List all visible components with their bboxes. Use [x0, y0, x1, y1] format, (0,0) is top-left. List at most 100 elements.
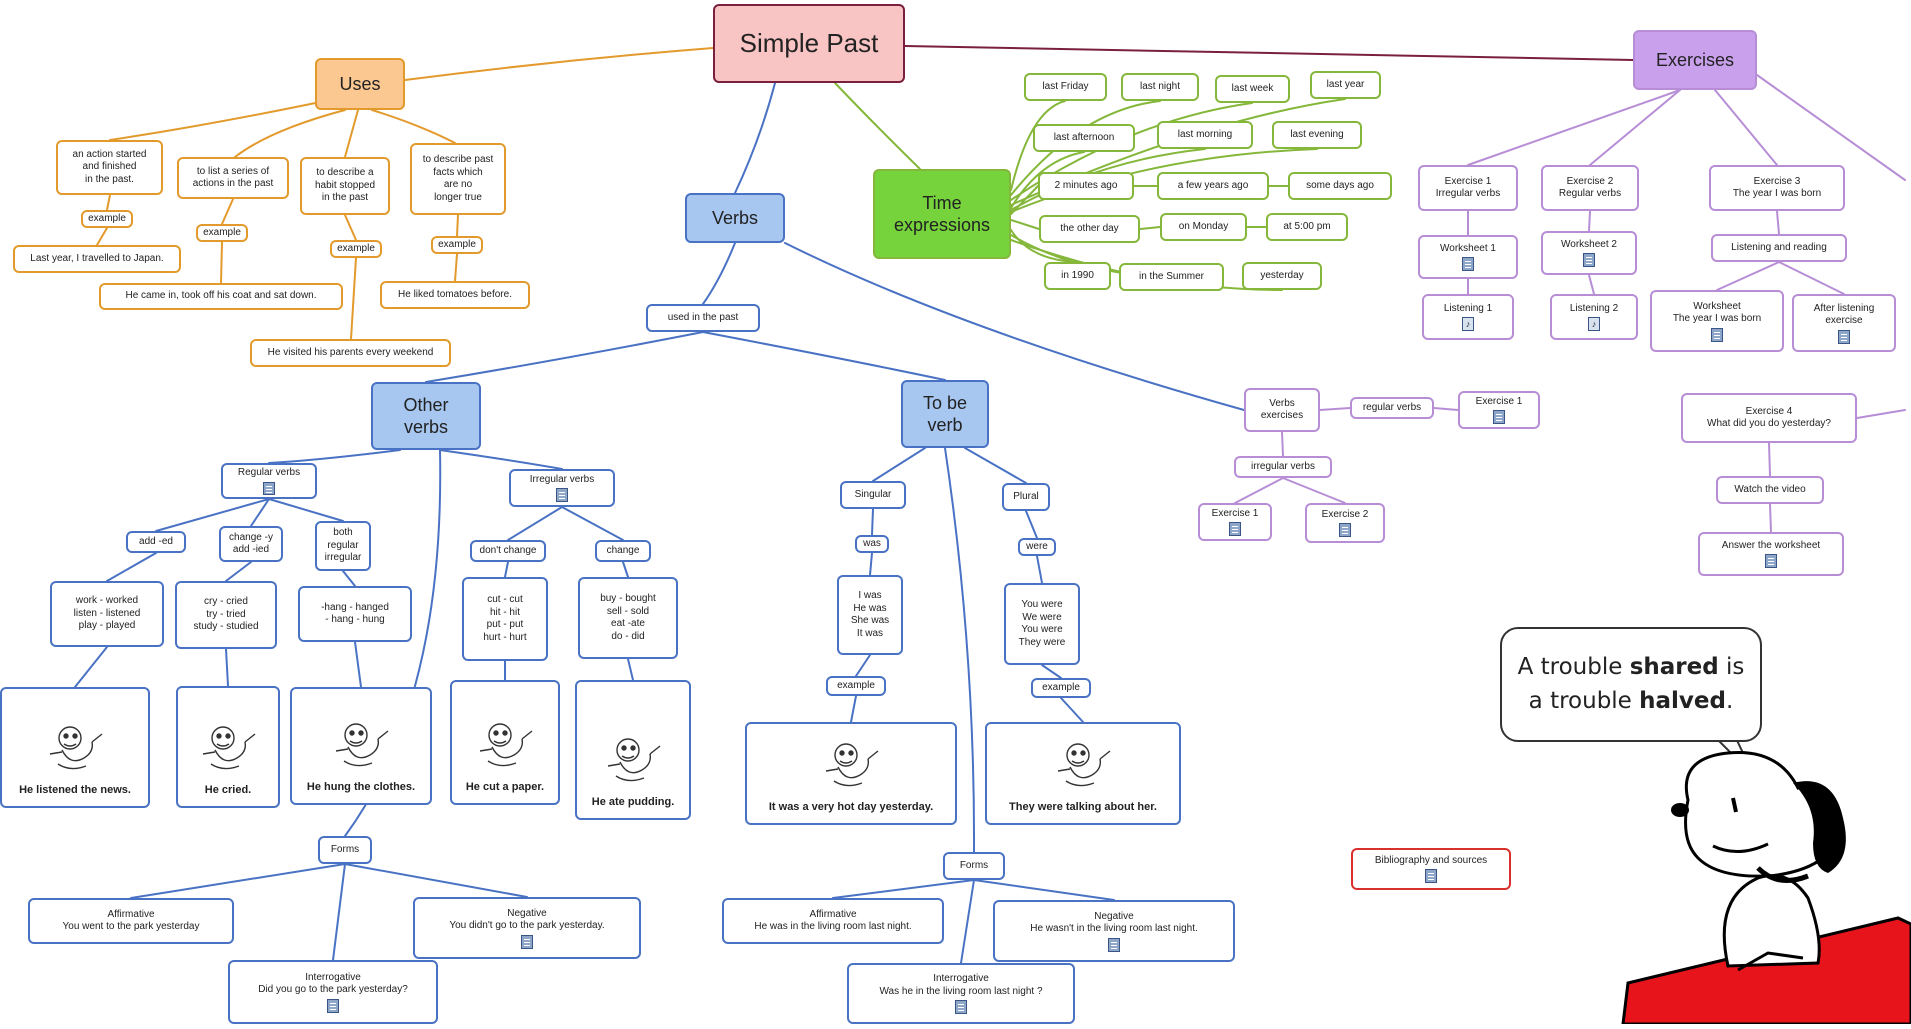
document-attachment-icon[interactable] — [521, 934, 533, 949]
document-attachment-icon[interactable] — [1711, 327, 1723, 342]
time-expression-item[interactable]: last night — [1121, 73, 1199, 101]
picture-card[interactable]: He ate pudding. — [575, 680, 691, 820]
document-attachment-icon[interactable] — [1838, 329, 1850, 344]
rule-tag[interactable]: add -ed — [126, 531, 186, 553]
verb-list[interactable]: cut - cut hit - hit put - put hurt - hur… — [462, 577, 548, 661]
document-attachment-icon[interactable] — [1108, 937, 1120, 952]
rule-tag[interactable]: don't change — [470, 540, 546, 562]
form-negative[interactable]: Negative He wasn't in the living room la… — [993, 900, 1235, 962]
time-expression-item[interactable]: yesterday — [1242, 262, 1322, 290]
time-expression-item[interactable]: last evening — [1272, 121, 1362, 149]
time-expression-item[interactable]: last year — [1310, 71, 1381, 99]
answer-worksheet-link[interactable]: Answer the worksheet — [1698, 532, 1844, 576]
were-tag[interactable]: were — [1018, 538, 1056, 556]
use-example-sentence[interactable]: He liked tomatoes before. — [380, 281, 530, 309]
example-tag[interactable]: example — [330, 240, 382, 258]
bibliography-node[interactable]: Bibliography and sources — [1351, 848, 1511, 890]
main-topic-node[interactable]: Simple Past — [713, 4, 905, 83]
regular-verbs-tag[interactable]: regular verbs — [1350, 397, 1434, 419]
rule-tag[interactable]: change -y add -ied — [219, 526, 283, 562]
form-interrogative[interactable]: Interrogative Was he in the living room … — [847, 963, 1075, 1024]
exercise-1-node[interactable]: Exercise 1 Irregular verbs — [1418, 165, 1518, 211]
forms-node[interactable]: Forms — [943, 852, 1005, 880]
time-expression-item[interactable]: at 5:00 pm — [1266, 213, 1348, 241]
document-attachment-icon[interactable] — [263, 481, 275, 495]
exercise-3-node[interactable]: Exercise 3 The year I was born — [1709, 165, 1845, 211]
time-expression-item[interactable]: a few years ago — [1157, 172, 1269, 200]
singular-node[interactable]: Singular — [840, 481, 906, 509]
time-expression-item[interactable]: the other day — [1039, 215, 1140, 243]
use-example-sentence[interactable]: He visited his parents every weekend — [250, 339, 451, 367]
verb-list[interactable]: You were We were You were They were — [1004, 583, 1080, 665]
form-affirmative[interactable]: Affirmative He was in the living room la… — [722, 898, 944, 944]
watch-video-link[interactable]: Watch the video — [1716, 476, 1824, 504]
document-attachment-icon[interactable] — [1425, 869, 1437, 884]
verb-list[interactable]: work - worked listen - listened play - p… — [50, 581, 164, 647]
was-tag[interactable]: was — [855, 535, 889, 553]
example-tag[interactable]: example — [431, 236, 483, 254]
listening-reading-node[interactable]: Listening and reading — [1711, 234, 1847, 262]
exercise-link[interactable]: Exercise 2 — [1305, 503, 1385, 543]
verb-list[interactable]: -hang - hanged - hang - hung — [298, 586, 412, 642]
verbs-node[interactable]: Verbs — [685, 193, 785, 243]
picture-card[interactable]: He hung the clothes. — [290, 687, 432, 805]
document-attachment-icon[interactable] — [1339, 523, 1351, 538]
time-expression-item[interactable]: last afternoon — [1033, 124, 1135, 152]
uses-node[interactable]: Uses — [315, 58, 405, 110]
picture-card[interactable]: He listened the news. — [0, 687, 150, 808]
form-negative[interactable]: Negative You didn't go to the park yeste… — [413, 897, 641, 959]
document-attachment-icon[interactable] — [955, 1000, 967, 1014]
verb-list[interactable]: cry - cried try - tried study - studied — [175, 581, 277, 649]
document-attachment-icon[interactable] — [1462, 257, 1474, 272]
picture-card[interactable]: It was a very hot day yesterday. — [745, 722, 957, 825]
exercise-4-node[interactable]: Exercise 4 What did you do yesterday? — [1681, 393, 1857, 443]
regular-verbs-node[interactable]: Regular verbs — [221, 463, 317, 499]
use-example-sentence[interactable]: Last year, I travelled to Japan. — [13, 245, 181, 273]
picture-card[interactable]: He cut a paper. — [450, 680, 560, 805]
verb-list[interactable]: buy - bought sell - sold eat -ate do - d… — [578, 577, 678, 659]
document-attachment-icon[interactable] — [1229, 522, 1241, 537]
time-expression-item[interactable]: some days ago — [1288, 172, 1392, 200]
worksheet-link[interactable]: Worksheet 1 — [1418, 235, 1518, 279]
example-tag[interactable]: example — [826, 676, 886, 696]
worksheet-link[interactable]: Worksheet The year I was born — [1650, 290, 1784, 352]
time-expressions-node[interactable]: Time expressions — [873, 169, 1011, 259]
document-attachment-icon[interactable] — [1583, 253, 1595, 268]
form-affirmative[interactable]: Affirmative You went to the park yesterd… — [28, 898, 234, 944]
worksheet-link[interactable]: Worksheet 2 — [1541, 231, 1637, 275]
exercises-node[interactable]: Exercises — [1633, 30, 1757, 90]
picture-card[interactable]: They were talking about her. — [985, 722, 1181, 825]
document-attachment-icon[interactable] — [1765, 554, 1777, 569]
document-attachment-icon[interactable] — [556, 488, 568, 503]
forms-node[interactable]: Forms — [318, 836, 372, 864]
other-verbs-node[interactable]: Other verbs — [371, 382, 481, 450]
exercise-link[interactable]: Exercise 1 — [1198, 503, 1272, 541]
time-expression-item[interactable]: last Friday — [1024, 73, 1107, 101]
rule-tag[interactable]: change — [595, 540, 651, 562]
irregular-verbs-node[interactable]: Irregular verbs — [509, 469, 615, 507]
time-expression-item[interactable]: last week — [1215, 75, 1290, 103]
picture-card[interactable]: He cried. — [176, 686, 280, 808]
use-stopped-habit[interactable]: to describe a habit stopped in the past — [300, 157, 390, 215]
document-attachment-icon[interactable] — [1493, 410, 1505, 425]
example-tag[interactable]: example — [196, 224, 248, 242]
use-series-of-actions[interactable]: to list a series of actions in the past — [177, 157, 289, 199]
time-expression-item[interactable]: in 1990 — [1044, 262, 1111, 290]
example-tag[interactable]: example — [81, 210, 133, 228]
to-be-verb-node[interactable]: To be verb — [901, 380, 989, 448]
time-expression-item[interactable]: in the Summer — [1119, 263, 1224, 291]
plural-node[interactable]: Plural — [1002, 483, 1050, 511]
irregular-verbs-tag[interactable]: irregular verbs — [1234, 456, 1332, 478]
listening-link[interactable]: Listening 2♪ — [1550, 294, 1638, 340]
use-example-sentence[interactable]: He came in, took off his coat and sat do… — [99, 283, 343, 310]
listening-link[interactable]: Listening 1♪ — [1422, 294, 1514, 340]
verb-list[interactable]: I was He was She was It was — [837, 575, 903, 655]
example-tag[interactable]: example — [1031, 678, 1091, 698]
time-expression-item[interactable]: 2 minutes ago — [1038, 172, 1134, 200]
use-finished-action[interactable]: an action started and finished in the pa… — [56, 140, 163, 195]
form-interrogative[interactable]: Interrogative Did you go to the park yes… — [228, 960, 438, 1024]
used-in-the-past-node[interactable]: used in the past — [646, 304, 760, 332]
audio-attachment-icon[interactable]: ♪ — [1588, 317, 1600, 332]
use-past-facts[interactable]: to describe past facts which are no long… — [410, 143, 506, 215]
time-expression-item[interactable]: on Monday — [1160, 213, 1247, 241]
